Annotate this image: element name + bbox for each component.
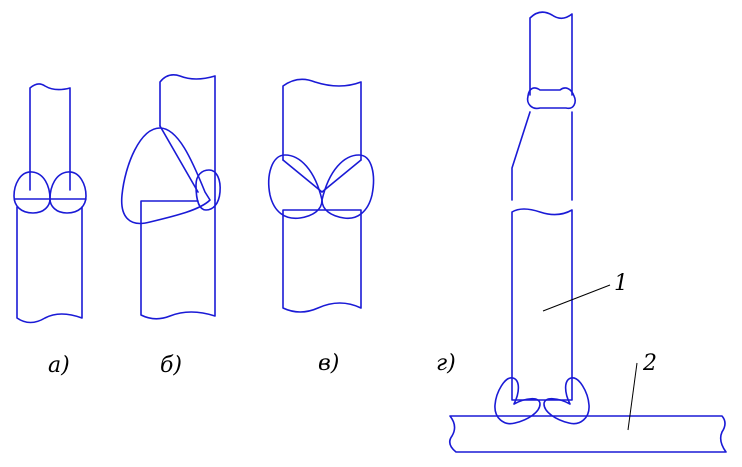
- joint-v-upper-plate: [282, 78, 362, 161]
- bar-scarf-weld: [526, 87, 576, 110]
- caption-g: г): [436, 351, 456, 376]
- joint-v-lower-plate: [282, 209, 362, 313]
- callout-1-label: 1: [614, 271, 628, 296]
- joint-b-bevel: [159, 125, 199, 193]
- joint-b: [120, 74, 221, 320]
- joint-v: [268, 78, 375, 313]
- fillet-weld-left: [494, 377, 541, 425]
- joint-b-upper-plate: [159, 74, 216, 201]
- callout-1-leader: [542, 284, 611, 312]
- joint-a-upper-plate: [29, 83, 71, 191]
- bar-top-section: [529, 11, 573, 96]
- fillet-weld-right: [543, 377, 590, 425]
- bar-middle-section: [511, 111, 573, 201]
- joint-v-weld-right: [321, 154, 375, 220]
- joint-b-weld-main: [120, 127, 211, 225]
- joint-v-bevel-left: [282, 159, 323, 193]
- joint-a-lower-plate: [16, 206, 83, 324]
- callout-2-leader: [627, 362, 638, 431]
- joint-v-weld-left: [268, 154, 323, 220]
- base-plate: [448, 415, 727, 453]
- bar-lower-section: [511, 208, 573, 401]
- joint-a: [13, 83, 87, 324]
- joint-b-weld-root: [195, 169, 221, 211]
- caption-b: б): [160, 353, 182, 378]
- joint-b-lower-plate: [140, 199, 216, 320]
- callout-2-label: 2: [642, 351, 657, 376]
- joint-g: [448, 11, 727, 453]
- joint-a-weld-left: [13, 171, 51, 214]
- joint-v-bevel-right: [321, 159, 362, 193]
- caption-v: в): [318, 351, 339, 376]
- joint-a-weld-right: [49, 171, 87, 214]
- caption-a: а): [48, 353, 70, 378]
